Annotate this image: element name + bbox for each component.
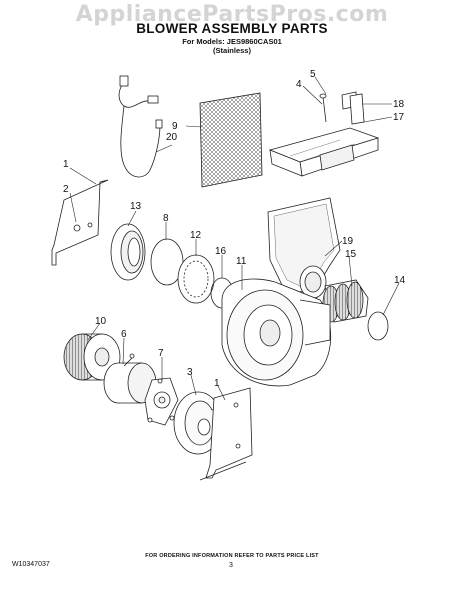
callout-17: 17 — [393, 112, 405, 123]
callout-1-upper: 1 — [63, 159, 69, 170]
document-number: W10347037 — [12, 561, 50, 568]
mounting-bracket-lower — [199, 387, 253, 481]
model-line: For Models: JES9860CAS01 — [182, 37, 282, 46]
callout-18: 18 — [393, 99, 405, 110]
callout-9: 9 — [172, 121, 178, 132]
clamp-ring — [367, 311, 389, 341]
blower-housing — [221, 278, 332, 387]
motor — [103, 353, 157, 404]
callout-19: 19 — [342, 236, 354, 247]
screw — [319, 93, 327, 123]
callout-labels: 1 2 13 8 12 16 11 9 20 4 5 18 17 19 15 1… — [63, 69, 406, 389]
callout-16: 16 — [215, 246, 227, 257]
callout-1-lower: 1 — [214, 378, 220, 389]
callout-20: 20 — [166, 132, 178, 143]
wire-harness — [118, 75, 163, 178]
page-number: 3 — [229, 562, 233, 569]
callout-15: 15 — [345, 249, 357, 260]
callout-6: 6 — [121, 329, 127, 340]
mounting-bracket-upper — [51, 179, 109, 266]
top-housing-tray — [268, 127, 380, 177]
callout-12: 12 — [190, 230, 202, 241]
watermark: AppliancePartsPros.com — [75, 2, 389, 27]
callout-13: 13 — [130, 201, 142, 212]
ordering-note: FOR ORDERING INFORMATION REFER TO PARTS … — [145, 553, 319, 559]
callout-8: 8 — [163, 213, 169, 224]
callout-11: 11 — [236, 256, 247, 267]
inlet-ring — [110, 223, 146, 281]
filter-screen — [199, 92, 263, 188]
callout-14: 14 — [394, 275, 406, 286]
flex-connector — [322, 279, 369, 323]
callout-2: 2 — [63, 184, 69, 195]
motor-mount — [144, 377, 179, 426]
air-duct — [267, 197, 341, 299]
callout-5: 5 — [310, 69, 316, 80]
callout-10: 10 — [95, 316, 107, 327]
callout-4: 4 — [296, 79, 302, 90]
bracket-clip — [349, 93, 365, 125]
variant-line: (Stainless) — [213, 46, 251, 55]
page-title: BLOWER ASSEMBLY PARTS — [136, 21, 328, 36]
callout-3: 3 — [187, 367, 193, 378]
mounting-ring — [177, 254, 215, 304]
callout-7: 7 — [158, 348, 164, 359]
